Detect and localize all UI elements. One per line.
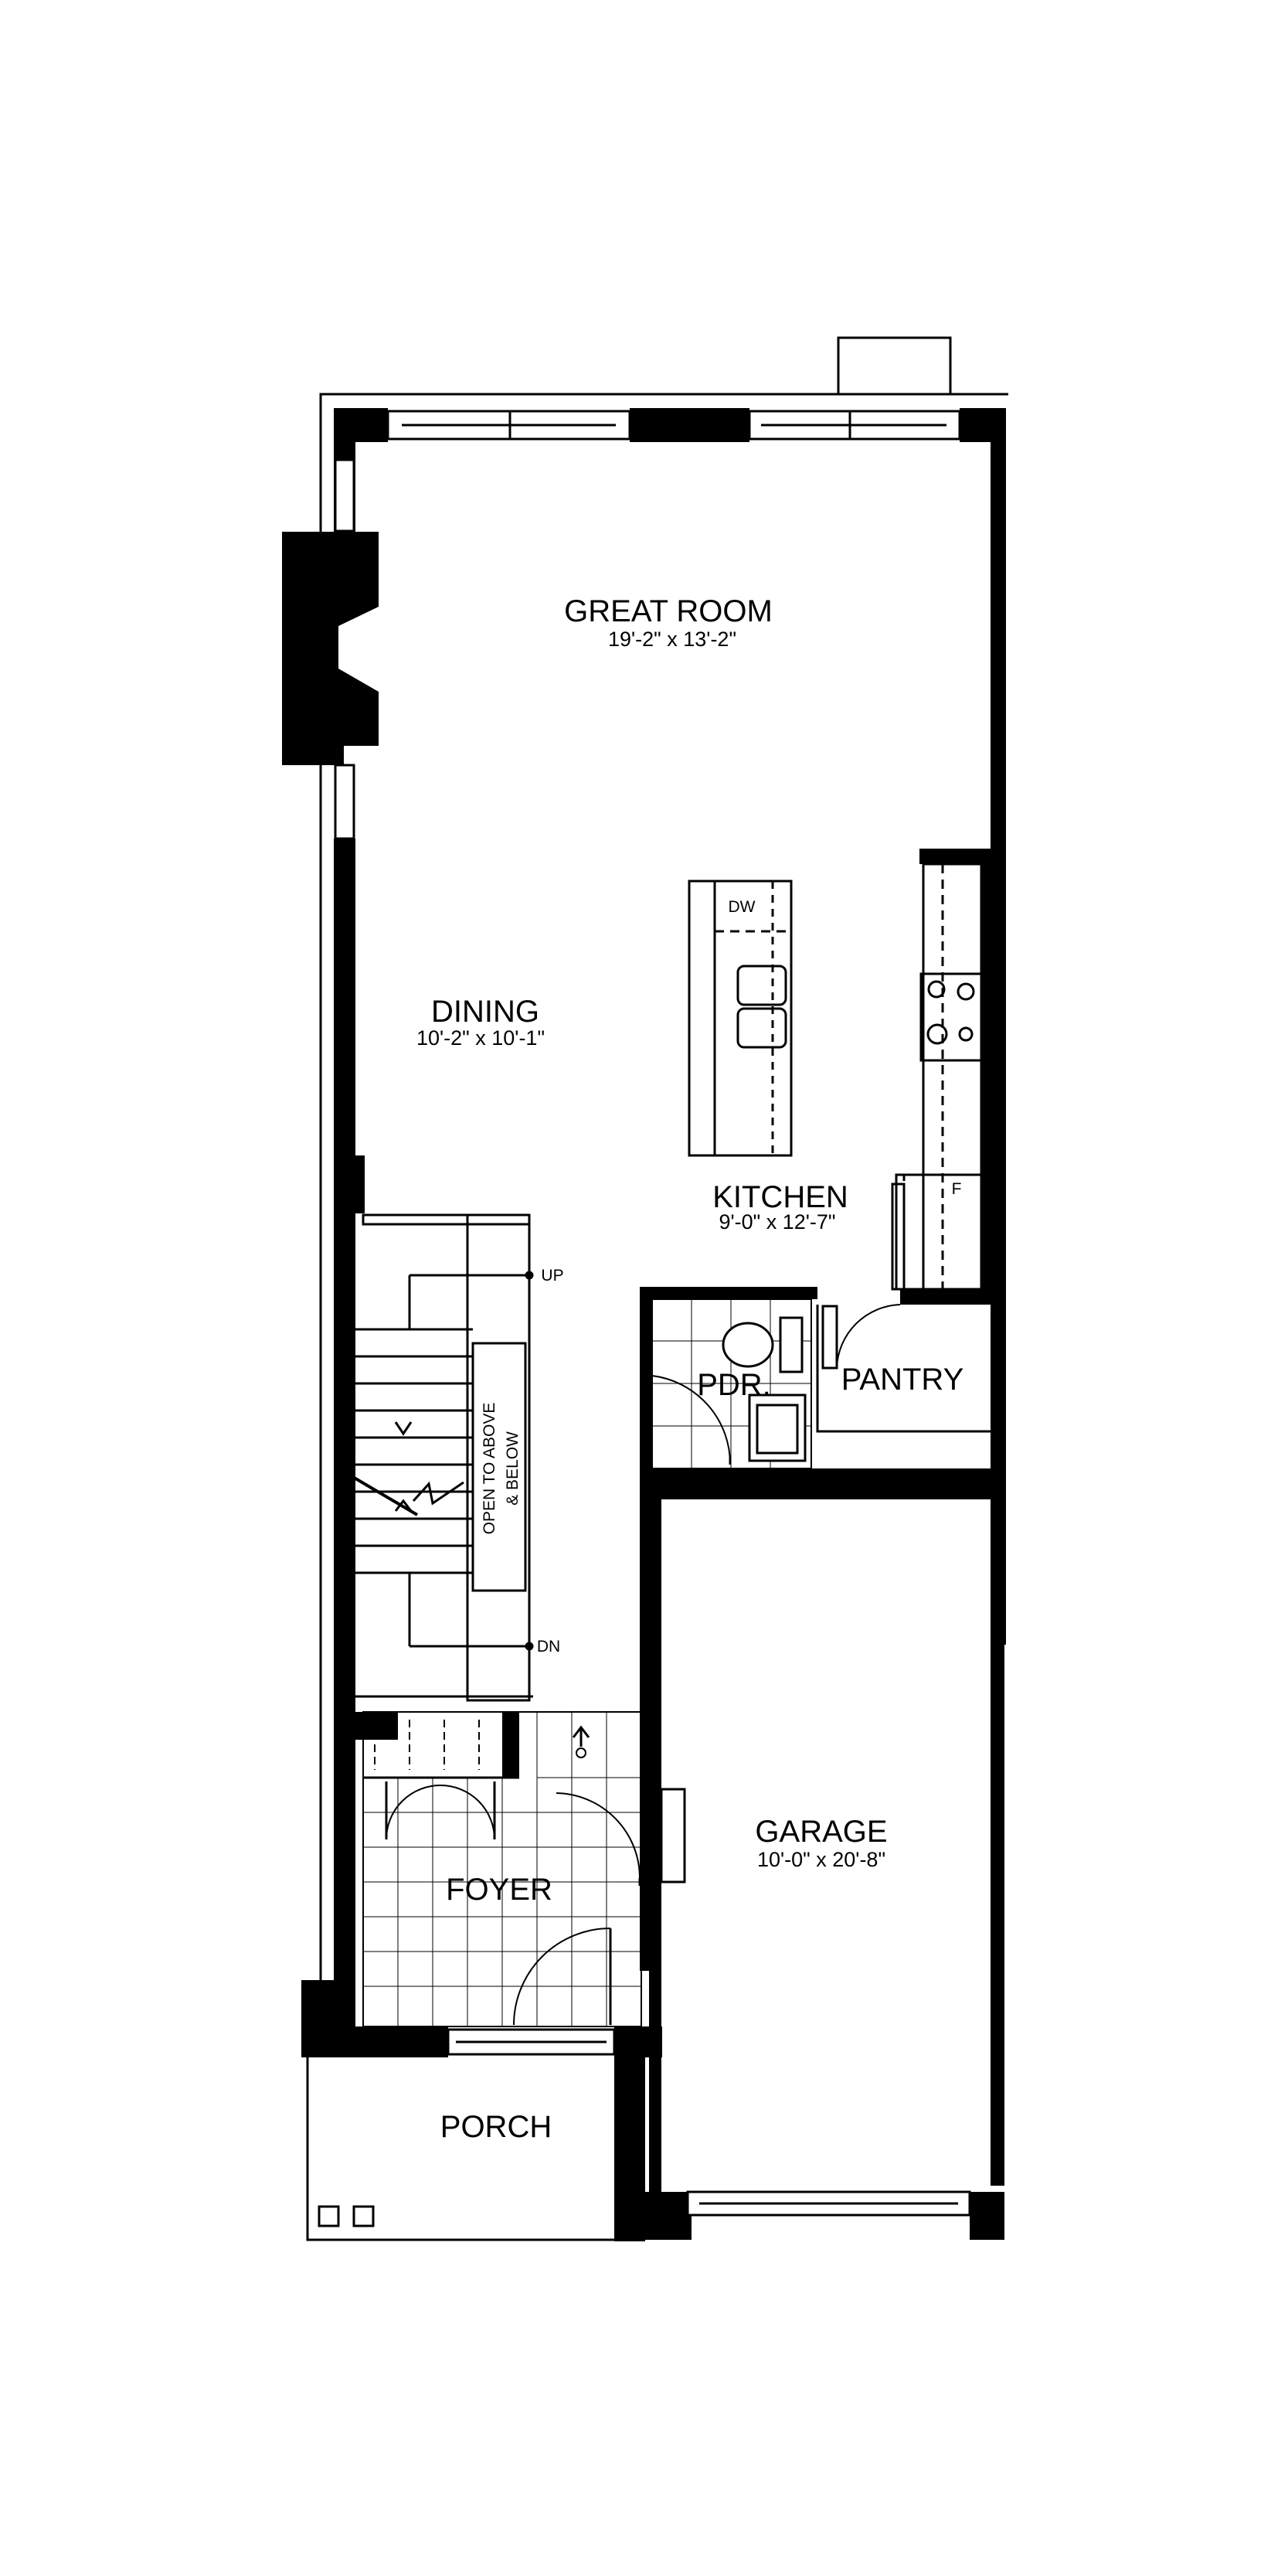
- dishwasher-label: DW: [729, 898, 756, 916]
- appliance-labels: DW F: [729, 898, 962, 1198]
- great-room-dimensions: 19'-2" x 13'-2": [608, 628, 736, 651]
- walls: [282, 408, 1006, 2241]
- stair-labels: OPEN TO ABOVE & BELOW UP DN: [481, 1267, 564, 1656]
- foyer-label: FOYER: [446, 1873, 552, 1907]
- kitchen-label: KITCHEN: [712, 1180, 848, 1214]
- stair-open-label: OPEN TO ABOVE: [481, 1403, 498, 1535]
- room-labels: GREAT ROOM 19'-2" x 13'-2" DINING 10'-2"…: [416, 594, 963, 2144]
- kitchen-island: [688, 880, 793, 1157]
- porch-label: PORCH: [440, 2110, 552, 2144]
- pantry: [816, 1304, 991, 1433]
- great-room-label: GREAT ROOM: [564, 594, 773, 628]
- powder-room-label: PDR.: [697, 1368, 771, 1402]
- stair-up-label: UP: [541, 1267, 563, 1285]
- garage-label: GARAGE: [755, 1815, 887, 1849]
- windows: [334, 410, 971, 2217]
- dining-dimensions: 10'-2" x 10'-1": [416, 1026, 545, 1050]
- garage-dimensions: 10'-0" x 20'-8": [757, 1848, 885, 1871]
- exterior-outline: [306, 336, 1008, 2241]
- foyer: [362, 1711, 686, 2027]
- fridge-label: F: [952, 1180, 962, 1198]
- kitchen-dimensions: 9'-0" x 12'-7": [719, 1210, 835, 1234]
- pantry-label: PANTRY: [841, 1363, 964, 1397]
- stair-open-label-second-line: & BELOW: [504, 1431, 522, 1506]
- porch-posts: [318, 2205, 375, 2227]
- powder-room: [651, 1298, 812, 1469]
- dining-label: DINING: [431, 995, 539, 1029]
- stair-down-label: DN: [537, 1638, 560, 1656]
- staircase: [350, 1213, 534, 1702]
- kitchen-counters: [891, 863, 984, 1291]
